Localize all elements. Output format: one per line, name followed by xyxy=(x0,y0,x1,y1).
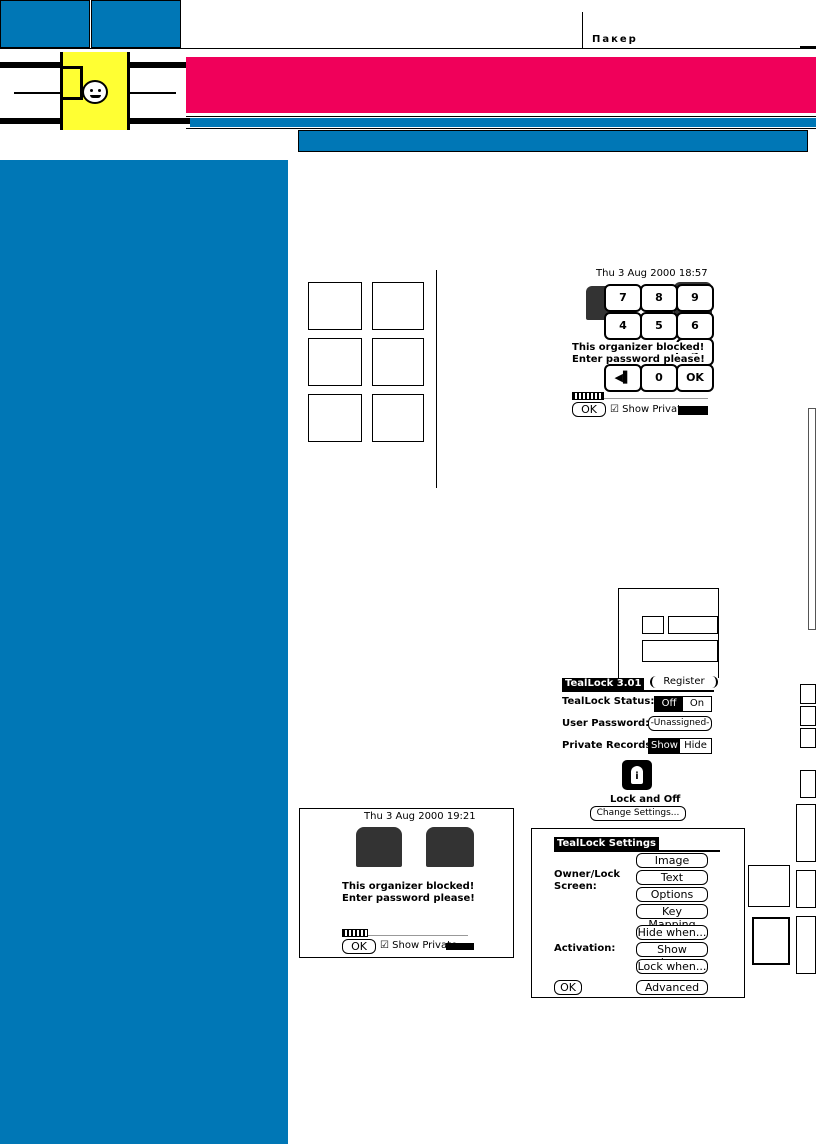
blocked-datetime: Thu 3 Aug 2000 19:21 xyxy=(364,811,476,822)
progress-indicator xyxy=(572,392,604,400)
keypad-key-9[interactable]: 9 xyxy=(676,284,714,312)
header-sub-bar xyxy=(298,130,808,152)
left-sidebar xyxy=(0,160,288,1144)
private-label: Private Records: xyxy=(562,740,656,751)
checkbox-checked-icon: ☑ xyxy=(610,404,619,415)
keypad-show-private-checkbox[interactable]: ☑ Show Private xyxy=(610,404,687,415)
keypad-key-8[interactable]: 8 xyxy=(640,284,678,312)
activation-label: Activation: xyxy=(554,943,616,954)
header-magenta-bar xyxy=(186,57,816,113)
keypad-private-bar xyxy=(678,406,708,415)
main-screen: Register TealLock 3.01 TealLock Status: … xyxy=(560,652,724,824)
password-selector[interactable]: -Unassigned- xyxy=(648,716,712,731)
blocked-show-private-checkbox[interactable]: ☑ Show Private xyxy=(380,940,457,951)
text-button[interactable]: Text xyxy=(636,870,708,885)
blocked-show-private-label: Show Private xyxy=(392,940,458,951)
keypad-key-4[interactable]: 4 xyxy=(604,312,642,340)
keypad-message-line2: Enter password please! xyxy=(572,354,705,365)
header-right-mark xyxy=(800,46,816,49)
header-tab-1 xyxy=(0,0,90,48)
change-settings-button[interactable]: Change Settings... xyxy=(590,806,686,821)
advanced-button[interactable]: Advanced xyxy=(636,980,708,995)
header-blue-strip xyxy=(190,118,816,127)
logo-face-icon xyxy=(82,80,108,104)
keypad-ok-button[interactable]: OK xyxy=(572,402,606,417)
owner-label-line1: Owner/Lock xyxy=(554,869,621,880)
keypad-key-0[interactable]: 0 xyxy=(640,364,678,392)
backspace-icon: ◀▌ xyxy=(614,371,632,384)
checkbox-checked-icon: ☑ xyxy=(380,940,389,951)
grid-drawing xyxy=(296,270,438,490)
progress-indicator xyxy=(342,929,368,937)
header-tab-2 xyxy=(91,0,181,48)
private-toggle[interactable]: Show Hide xyxy=(648,738,712,754)
status-toggle[interactable]: Off On xyxy=(654,696,712,712)
hide-when-button[interactable]: Hide when... xyxy=(636,925,708,940)
keypad-key-6[interactable]: 6 xyxy=(676,312,714,340)
blocked-message-line2: Enter password please! xyxy=(342,893,475,904)
register-button[interactable]: Register xyxy=(650,676,718,688)
private-show-option[interactable]: Show xyxy=(649,739,680,753)
right-edge-drawing xyxy=(790,400,816,980)
image-button[interactable]: Image xyxy=(636,853,708,868)
owner-label-line2: Screen: xyxy=(554,881,597,892)
blocked-ok-button[interactable]: OK xyxy=(342,939,376,954)
keypad-key-5[interactable]: 5 xyxy=(640,312,678,340)
keypad-message-line1: This organizer blocked! xyxy=(572,342,705,353)
status-on-option[interactable]: On xyxy=(689,698,705,709)
keypad-screen: Thu 3 Aug 2000 18:57 7 8 9 4 5 6 3 This … xyxy=(566,268,716,420)
settings-side-drawing xyxy=(748,855,792,975)
site-logo xyxy=(0,52,190,130)
lock-button[interactable]: i xyxy=(622,760,652,790)
settings-screen: TealLock Settings Owner/Lock Screen: Ima… xyxy=(531,828,745,998)
keypad-show-private-label: Show Private xyxy=(622,404,688,415)
lock-when-button[interactable]: Lock when... xyxy=(636,959,708,974)
header: Пакер xyxy=(0,0,816,160)
password-label: User Password: xyxy=(562,718,650,729)
typewriter-icon xyxy=(426,827,474,867)
typewriter-icon xyxy=(356,827,402,867)
keypad-back-key[interactable]: ◀▌ xyxy=(604,364,642,392)
options-button[interactable]: Options xyxy=(636,887,708,902)
top-right-drawing xyxy=(618,588,720,684)
blocked-screen: Thu 3 Aug 2000 19:21 This organizer bloc… xyxy=(299,808,514,958)
blocked-private-bar xyxy=(446,943,474,950)
keypad-key-7[interactable]: 7 xyxy=(604,284,642,312)
key-mapping-button[interactable]: Key Mapping xyxy=(636,904,708,931)
padlock-icon: i xyxy=(631,766,643,784)
status-label: TealLock Status: xyxy=(562,696,655,707)
lock-label: Lock and Off xyxy=(610,794,681,805)
header-logo-text: Пакер xyxy=(592,34,638,45)
keypad-datetime: Thu 3 Aug 2000 18:57 xyxy=(596,268,708,279)
show-when-button[interactable]: Show when... xyxy=(636,942,708,969)
private-hide-option[interactable]: Hide xyxy=(684,740,707,751)
keypad-key-ok[interactable]: OK xyxy=(676,364,714,392)
blocked-message-line1: This organizer blocked! xyxy=(342,881,475,892)
status-off-option[interactable]: Off xyxy=(655,697,683,711)
settings-ok-button[interactable]: OK xyxy=(554,980,582,995)
main-title: TealLock 3.01 xyxy=(562,678,645,690)
settings-title: TealLock Settings xyxy=(554,837,659,850)
